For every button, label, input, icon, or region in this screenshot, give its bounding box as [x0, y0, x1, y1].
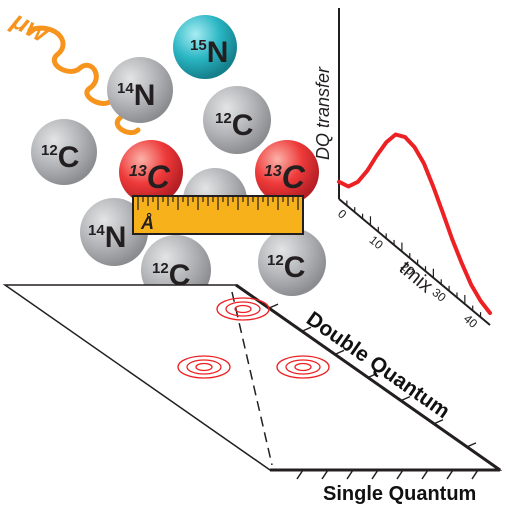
atom-c13-right-el: C — [282, 159, 306, 195]
atom-c12-bottom-right-el: C — [284, 251, 306, 284]
dq-axis-tick — [367, 372, 378, 379]
atom-n14-top: 14N — [107, 57, 173, 123]
peak-cross-right — [276, 355, 330, 379]
spectrum-ticks — [268, 303, 479, 480]
atom-n15-el: N — [207, 36, 229, 69]
atom-n14-top-el: N — [134, 79, 156, 112]
svg-text:14N: 14N — [117, 79, 155, 112]
atom-n15-iso: 15 — [190, 37, 207, 54]
ruler-label: Å — [140, 213, 154, 233]
atom-c12-left-iso: 12 — [41, 142, 58, 159]
dq-curve — [337, 132, 492, 315]
sq-axis-tick — [446, 469, 454, 480]
dq-axis-tick — [400, 395, 411, 402]
ruler-ticks — [137, 196, 299, 210]
atom-c12-bottom-left-iso: 12 — [152, 260, 169, 277]
dq-axis-tick — [433, 419, 444, 425]
dq-xlabel: tmix — [395, 257, 437, 297]
svg-text:12C: 12C — [215, 109, 253, 142]
svg-text:12C: 12C — [267, 251, 305, 284]
atom-c12-bottom-left-el: C — [169, 259, 191, 292]
atom-c13-left: 13C — [119, 140, 183, 204]
dq-ylabel: DQ transfer — [313, 66, 333, 160]
dq-axis-tick — [466, 442, 477, 448]
atom-c12-left-el: C — [58, 141, 80, 174]
ruler: Å — [132, 195, 304, 235]
atom-c13-left-el: C — [147, 159, 171, 195]
sq-axis-tick — [346, 469, 354, 480]
peak-diagonal-top — [216, 297, 270, 321]
spectrum-diagonal — [231, 291, 273, 466]
svg-text:13C: 13C — [264, 159, 306, 195]
atom-c13-left-iso: 13 — [129, 163, 147, 180]
single-quantum-label: Single Quantum — [323, 483, 476, 505]
atom-cluster: 15N 14N 12C 12C 14N 12C 12C — [31, 15, 326, 305]
atom-n15: 15N — [173, 15, 237, 79]
dq-axis-tick — [301, 326, 312, 332]
svg-text:12C: 12C — [152, 259, 190, 292]
sq-axis-tick — [371, 469, 379, 480]
svg-text:13C: 13C — [129, 159, 171, 195]
peak-cross-left — [177, 355, 231, 379]
atom-c12-right-iso: 12 — [215, 110, 232, 127]
atom-n14-bottom-iso: 14 — [88, 222, 105, 239]
atom-n14-top-iso: 14 — [117, 80, 134, 97]
sq-axis-tick — [471, 469, 479, 480]
svg-text:14N: 14N — [88, 221, 126, 254]
atom-c13-right: 13C — [255, 140, 319, 204]
atom-n14-bottom-el: N — [105, 221, 127, 254]
spectrum: Double Quantum Single Quantum — [2, 283, 503, 505]
atom-c13-right-iso: 13 — [264, 163, 282, 180]
atom-c12-left: 12C — [31, 119, 97, 185]
atom-c12-bottom-right: 12C — [258, 228, 326, 296]
sq-axis-tick — [321, 469, 329, 480]
svg-text:12C: 12C — [41, 141, 79, 174]
dq-axis-tick — [334, 349, 345, 356]
sq-axis-tick — [396, 469, 404, 480]
microwave-wave — [27, 25, 141, 136]
atom-n14-bottom: 14N — [80, 198, 148, 266]
atom-c12-right: 12C — [203, 86, 271, 154]
dq-x-tick-label: 0 — [335, 207, 349, 222]
svg-text:15N: 15N — [190, 36, 228, 69]
sq-axis-tick — [296, 469, 304, 480]
sq-axis-tick — [421, 469, 429, 480]
microwave-label: μw — [6, 4, 54, 49]
dq-axis-tick — [268, 303, 279, 309]
atom-c12-bottom-right-iso: 12 — [267, 252, 284, 269]
atom-c12-right-el: C — [232, 109, 254, 142]
